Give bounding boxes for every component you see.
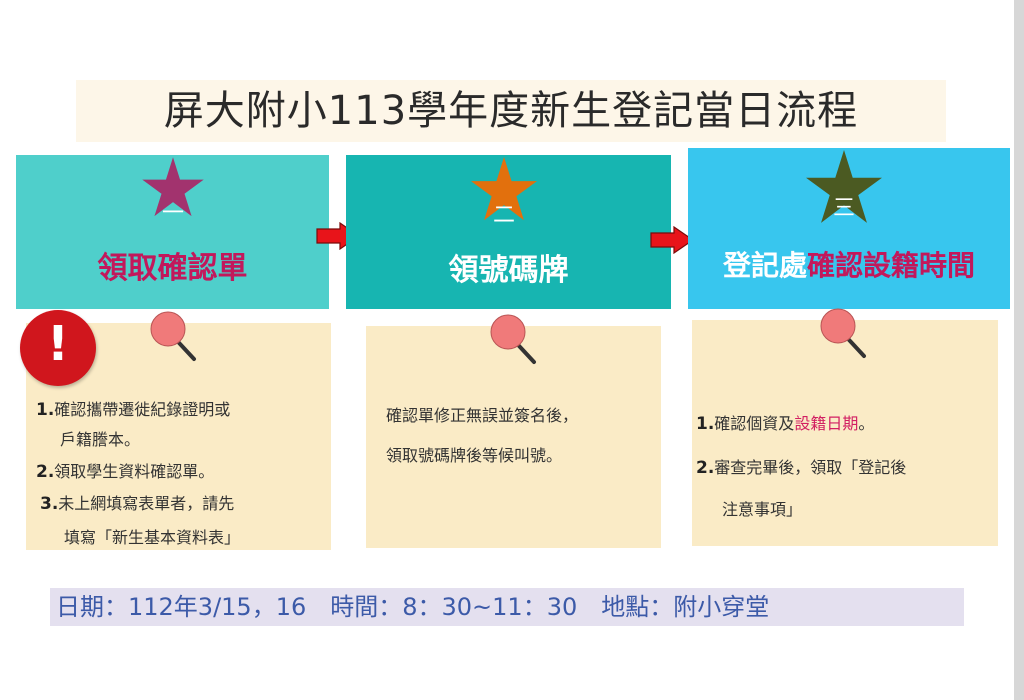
note-card-2 bbox=[366, 314, 661, 548]
right-arrow-icon bbox=[650, 226, 694, 254]
step-1-label: 領取確認單 bbox=[97, 251, 248, 286]
star-icon bbox=[806, 150, 882, 223]
note-2-line-2: 領取號碼牌後等候叫號。 bbox=[386, 446, 563, 465]
note-1-line-3: 3.未上網填寫表單者，請先 bbox=[40, 494, 235, 514]
page-title: 屏大附小113學年度新生登記當日流程 bbox=[163, 88, 859, 134]
note-1-line-3b: 填寫「新生基本資料表」 bbox=[64, 528, 241, 547]
star-icon bbox=[471, 157, 537, 221]
push-pin-icon bbox=[490, 314, 536, 364]
note-card-1 bbox=[26, 311, 331, 550]
step-1-number: 一 bbox=[161, 201, 184, 226]
star-icon bbox=[142, 157, 204, 217]
note-1-line-1: 1.確認攜帶遷徙紀錄證明或 bbox=[36, 400, 231, 420]
step-2-number: 二 bbox=[492, 203, 515, 228]
note-3-line-2: 2.審查完畢後，領取「登記後 bbox=[696, 458, 907, 478]
step-2-box: 二 領號碼牌 bbox=[346, 155, 671, 309]
push-pin-icon bbox=[820, 308, 866, 358]
note-3-line-1: 1.確認個資及設籍日期。 bbox=[696, 414, 875, 434]
step-2-label: 領號碼牌 bbox=[448, 253, 569, 288]
exclamation-icon: ! bbox=[20, 310, 96, 386]
step-3-label-location: 登記處 bbox=[722, 249, 807, 282]
step-1-box: 一 領取確認單 bbox=[16, 155, 329, 309]
note-2-line-1: 確認單修正無誤並簽名後， bbox=[386, 406, 579, 425]
note-card-3 bbox=[692, 308, 998, 546]
note-1-line-1b: 戶籍謄本。 bbox=[60, 430, 141, 449]
note-3-line-2b: 注意事項」 bbox=[722, 500, 803, 519]
title-banner bbox=[76, 80, 946, 142]
push-pin-icon bbox=[150, 311, 196, 361]
step-3-box: 三 登記處確認設籍時間 bbox=[688, 148, 1010, 309]
event-info: 日期：112年3/15，16 時間：8：30~11：30 地點：附小穿堂 bbox=[56, 593, 770, 621]
footer-band bbox=[50, 588, 964, 626]
note-1-line-2: 2.領取學生資料確認單。 bbox=[36, 462, 215, 482]
step-3-label: 登記處確認設籍時間 bbox=[688, 244, 1010, 284]
page-edge bbox=[1014, 0, 1024, 700]
step-3-number: 三 bbox=[832, 196, 855, 221]
step-3-label-task: 確認設籍時間 bbox=[807, 249, 976, 282]
